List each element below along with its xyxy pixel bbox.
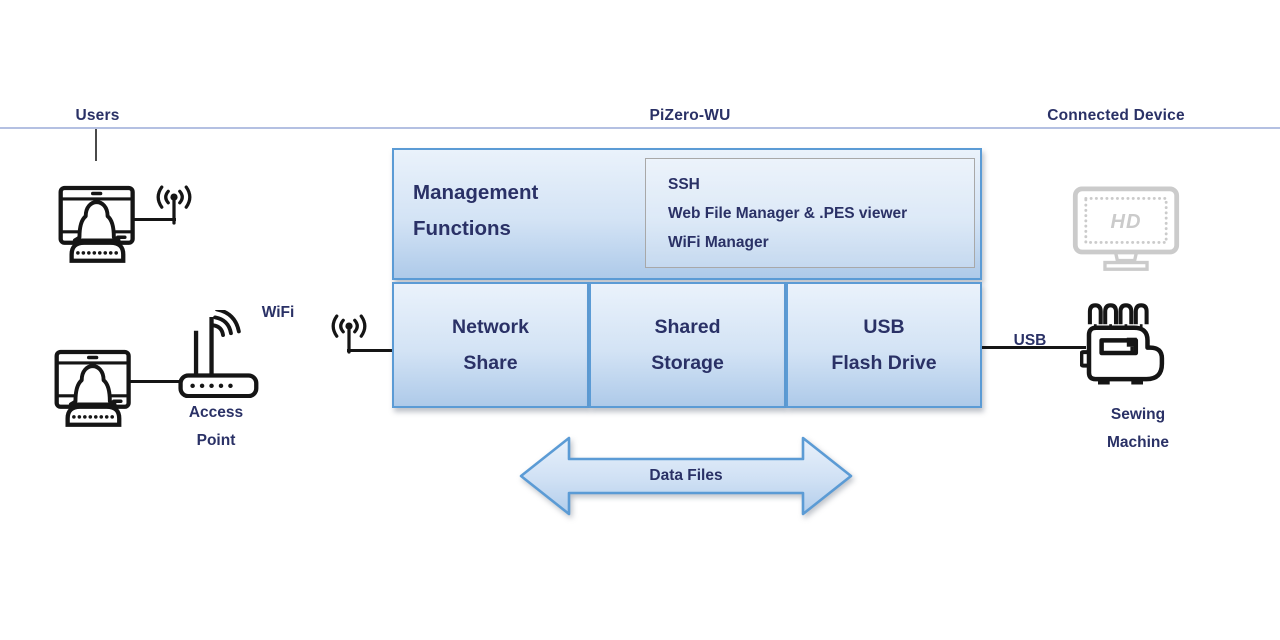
user-computer-icon [56,183,142,265]
lane-header-connected-device: Connected Device [1047,107,1185,124]
sewing-machine-icon [1080,300,1170,388]
management-functions-title: Management Functions [413,175,643,247]
hd-badge: HD [1111,211,1142,233]
computer-to-access-point-line [129,380,180,383]
computer-to-wifi-line [133,218,176,221]
management-title-line1: Management [413,181,539,204]
access-point-label: Access Point [161,399,271,455]
shared-storage-box: Shared Storage [589,282,786,408]
network-share-box: Network Share [392,282,589,408]
wifi-signal-icon [326,314,372,354]
access-point-label-line2: Point [196,432,236,449]
user-computer-icon [52,347,138,429]
users-connector-line [95,129,97,161]
usb-flash-drive-line1: USB [863,316,905,338]
wifi-label: WiFi [261,304,295,321]
usb-flash-drive-box: USB Flash Drive [786,282,982,408]
data-files-arrow [517,430,855,522]
header-divider-line [0,127,1280,129]
services-panel: SSH Web File Manager & .PES viewer WiFi … [645,158,975,268]
usb-flash-drive-line2: Flash Drive [831,352,937,374]
shared-storage-line1: Shared [654,316,721,338]
service-wifi-manager: WiFi Manager [668,234,769,251]
usb-connector-line [982,346,1086,349]
services-list: SSH Web File Manager & .PES viewer WiFi … [646,159,974,257]
sewing-machine-label: Sewing Machine [1075,401,1201,457]
management-title-line2: Functions [413,217,511,240]
service-web-file-manager: Web File Manager & .PES viewer [668,205,908,222]
lane-header-users: Users [75,107,120,124]
hd-monitor-icon: HD [1072,186,1180,274]
service-ssh: SSH [668,176,700,193]
data-files-label: Data Files [649,467,723,484]
sewing-machine-label-line1: Sewing [1110,406,1166,423]
management-functions-box [392,148,982,280]
lane-header-pizero: PiZero-WU [649,107,731,124]
shared-storage-line2: Storage [651,352,724,374]
network-share-line1: Network [452,316,529,338]
wifi-to-box-line [347,349,393,352]
access-point-icon [178,310,264,398]
access-point-label-line1: Access [188,404,244,421]
network-share-line2: Share [463,352,518,374]
sewing-machine-label-line2: Machine [1106,434,1169,451]
usb-label: USB [1013,332,1047,349]
